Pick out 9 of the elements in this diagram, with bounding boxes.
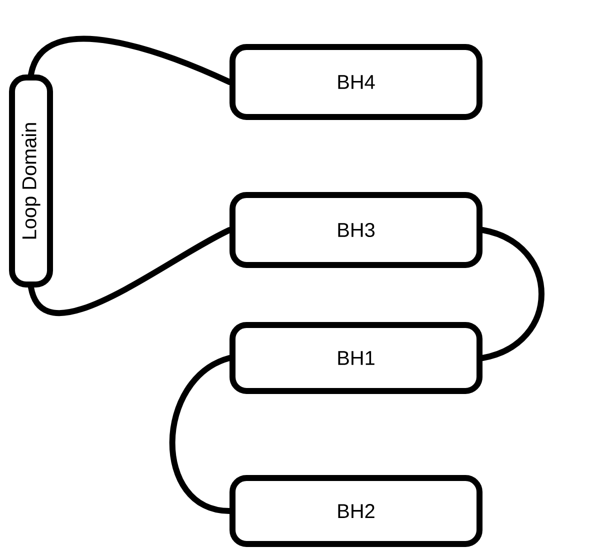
connector-line (169, 355, 232, 514)
helix-box: BH3 (230, 192, 482, 268)
connector-line (28, 227, 232, 316)
helix-box: BH2 (230, 475, 482, 547)
helix-box: BH4 (230, 44, 482, 120)
loop-domain-box: Loop Domain (9, 74, 53, 288)
connector-line (28, 36, 232, 85)
helix-box: BH1 (230, 322, 482, 394)
connector-line (480, 227, 544, 361)
